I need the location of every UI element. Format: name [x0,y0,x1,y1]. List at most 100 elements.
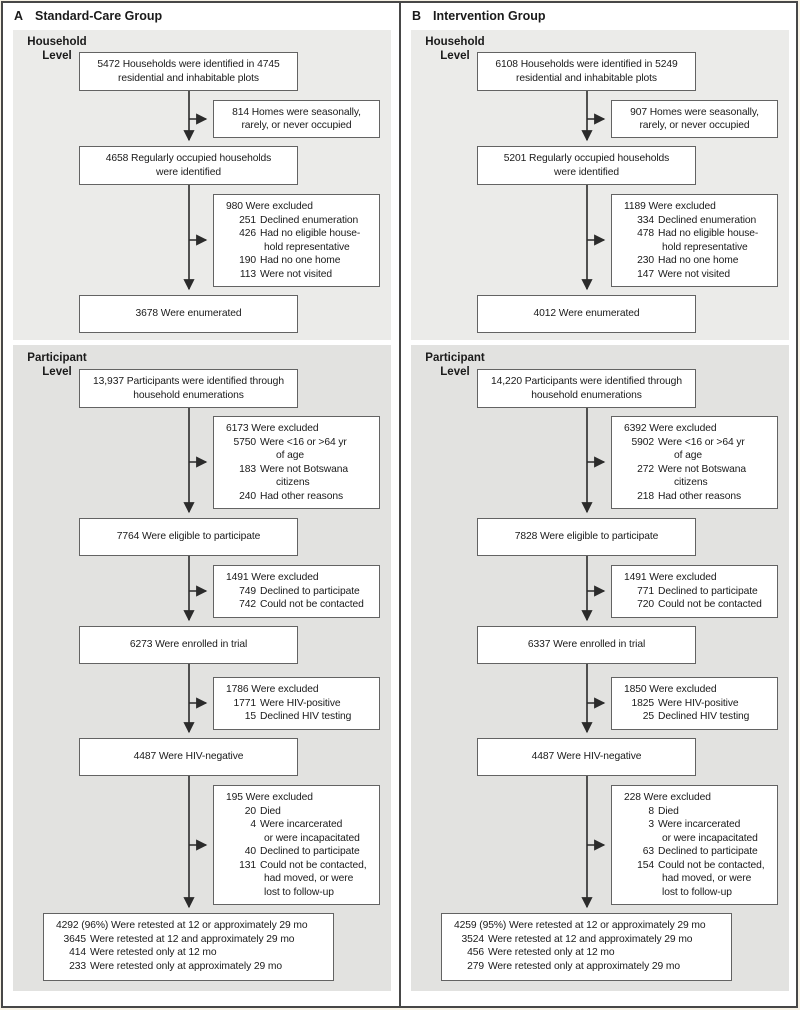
line-number: 15 [244,711,256,722]
box-line: hold representative [662,241,748,253]
box-line: 1786 Were excluded [226,684,319,695]
box-line: or were incapacitated [264,832,360,844]
line-text: Had other reasons [658,490,742,502]
box-line: were identified [554,166,619,178]
line-text: Were incarcerated [260,819,343,830]
line-number: 3524 [461,933,484,945]
line-number: 279 [467,960,484,972]
line-number: 5902 [631,436,654,448]
line-text: Died [658,805,679,817]
box-line: 4012 Were enumerated [533,308,640,320]
line-number: 183 [239,463,256,475]
line-number: 218 [637,490,654,502]
line-number: 426 [239,228,256,239]
line-text: Were <16 or >64 yr [260,436,347,448]
line-number: 334 [637,214,654,226]
box-participants-identified: 14,220 Participants were identified thro… [477,369,696,408]
participant-level-label: Participant Level [17,351,97,379]
line-number: 113 [239,268,256,280]
box-line: 814 Homes were seasonally, [232,106,361,118]
line-number: 414 [69,947,86,958]
box-line: household enumerations [133,389,244,401]
box-line: 5472 Households were identified in 4745 [97,59,280,70]
line-number: 251 [239,214,256,226]
box-line: 230 Had no one home [624,254,773,268]
box-line: 13,937 Participants were identified thro… [93,376,284,387]
box-line: or were incapacitated [662,832,758,844]
box-line: 1189 Were excluded [624,201,716,212]
box-line: lost to follow-up [264,886,334,898]
line-number: 771 [637,585,654,597]
box-line: 113 Were not visited [226,268,375,282]
line-text: Were retested only at 12 mo [488,947,615,958]
line-number: 25 [642,711,654,722]
box-line: 14,220 Participants were identified thro… [491,376,682,387]
line-number: 1771 [233,697,256,709]
box-line: of age [674,450,703,461]
line-text: Declined to participate [260,585,360,597]
line-text: Declined HIV testing [658,711,750,722]
box-retested: 4259 (95%) Were retested at 12 or approx… [441,913,732,981]
line-text: Were not visited [260,268,333,280]
line-number: 4 [250,819,256,830]
line-text: Had no one home [658,255,739,266]
box-line: 4 Were incarcerated [226,818,375,832]
box-homes-seasonal: 907 Homes were seasonally,rarely, or nev… [611,100,778,138]
line-text: Were not Botswana [658,463,746,475]
box-regularly-occupied: 5201 Regularly occupied households were i… [477,146,696,185]
panel-standard-care: A Standard-Care Group Household Level Pa… [3,3,399,1006]
box-line: 980 Were excluded [226,201,313,212]
label-line: Participant [27,352,87,364]
box-line: 5201 Regularly occupied households [503,153,670,164]
panel-header: B Intervention Group [412,9,546,23]
line-text: Were not Botswana [260,463,348,475]
line-text: Were incarcerated [658,819,741,830]
box-line: 907 Homes were seasonally, [630,106,759,118]
panel-title: Intervention Group [433,9,546,23]
box-line: 195 Were excluded [226,792,313,803]
panel-letter: A [14,9,24,23]
box-line: rarely, or never occupied [241,120,352,131]
line-text: Had no one home [260,255,341,266]
box-line: lost to follow-up [662,886,732,898]
line-number: 240 [239,490,256,502]
box-line: had moved, or were [662,873,752,884]
box-line: 6392 Were excluded [624,423,717,434]
label-line: Participant [425,352,485,364]
line-text: Declined to participate [260,846,360,857]
line-text: Were HIV-positive [658,697,739,709]
line-number: 230 [637,255,654,266]
line-number: 20 [244,805,256,817]
label-line: Level [440,50,470,62]
box-homes-seasonal: 814 Homes were seasonally, rarely, or nev… [213,100,380,138]
box-line: 4292 (96%) Were retested at 12 or approx… [56,920,308,931]
line-number: 272 [637,463,654,475]
box-retested: 4292 (96%) Were retested at 12 or approx… [43,913,334,981]
box-line: 1850 Were excluded [624,684,717,695]
panel-divider [399,3,401,1006]
